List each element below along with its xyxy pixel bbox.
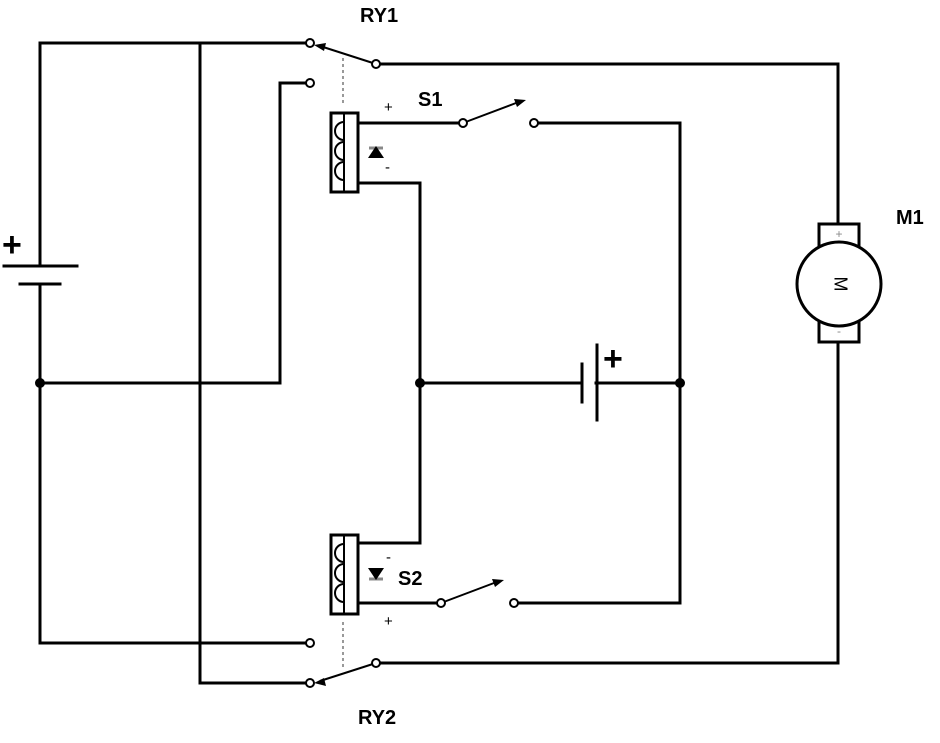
left-battery: + (2, 226, 79, 286)
switch-s1-label: S1 (418, 89, 442, 111)
junction-dot (35, 378, 45, 388)
relay-ry2-plus: + (384, 613, 393, 630)
switch-s2-label: S2 (398, 568, 422, 590)
relay-ry1: RY1 + - (305, 5, 398, 194)
junction-dot (675, 378, 685, 388)
relay-ry2: RY2 - + (305, 533, 396, 729)
switch-s2: S2 (398, 568, 519, 608)
middle-battery: + (580, 340, 623, 422)
relay-ry2-label: RY2 (358, 707, 396, 729)
switch-s1: S1 (418, 89, 539, 128)
motor-plus: + (835, 227, 842, 241)
junctions (35, 378, 685, 388)
relay-ry1-minus: - (385, 159, 390, 176)
relay-ry1-plus: + (384, 99, 393, 116)
motor-minus: - (837, 324, 841, 338)
wires (38, 41, 840, 685)
left-battery-plus: + (2, 226, 22, 264)
middle-battery-plus: + (603, 340, 623, 378)
motor-m1: M + - M1 (795, 207, 924, 344)
relay-ry1-label: RY1 (360, 5, 398, 27)
motor-label: M1 (896, 207, 924, 229)
motor-symbol: M (830, 277, 850, 292)
relay-ry2-minus: - (386, 549, 391, 566)
junction-dot (415, 378, 425, 388)
